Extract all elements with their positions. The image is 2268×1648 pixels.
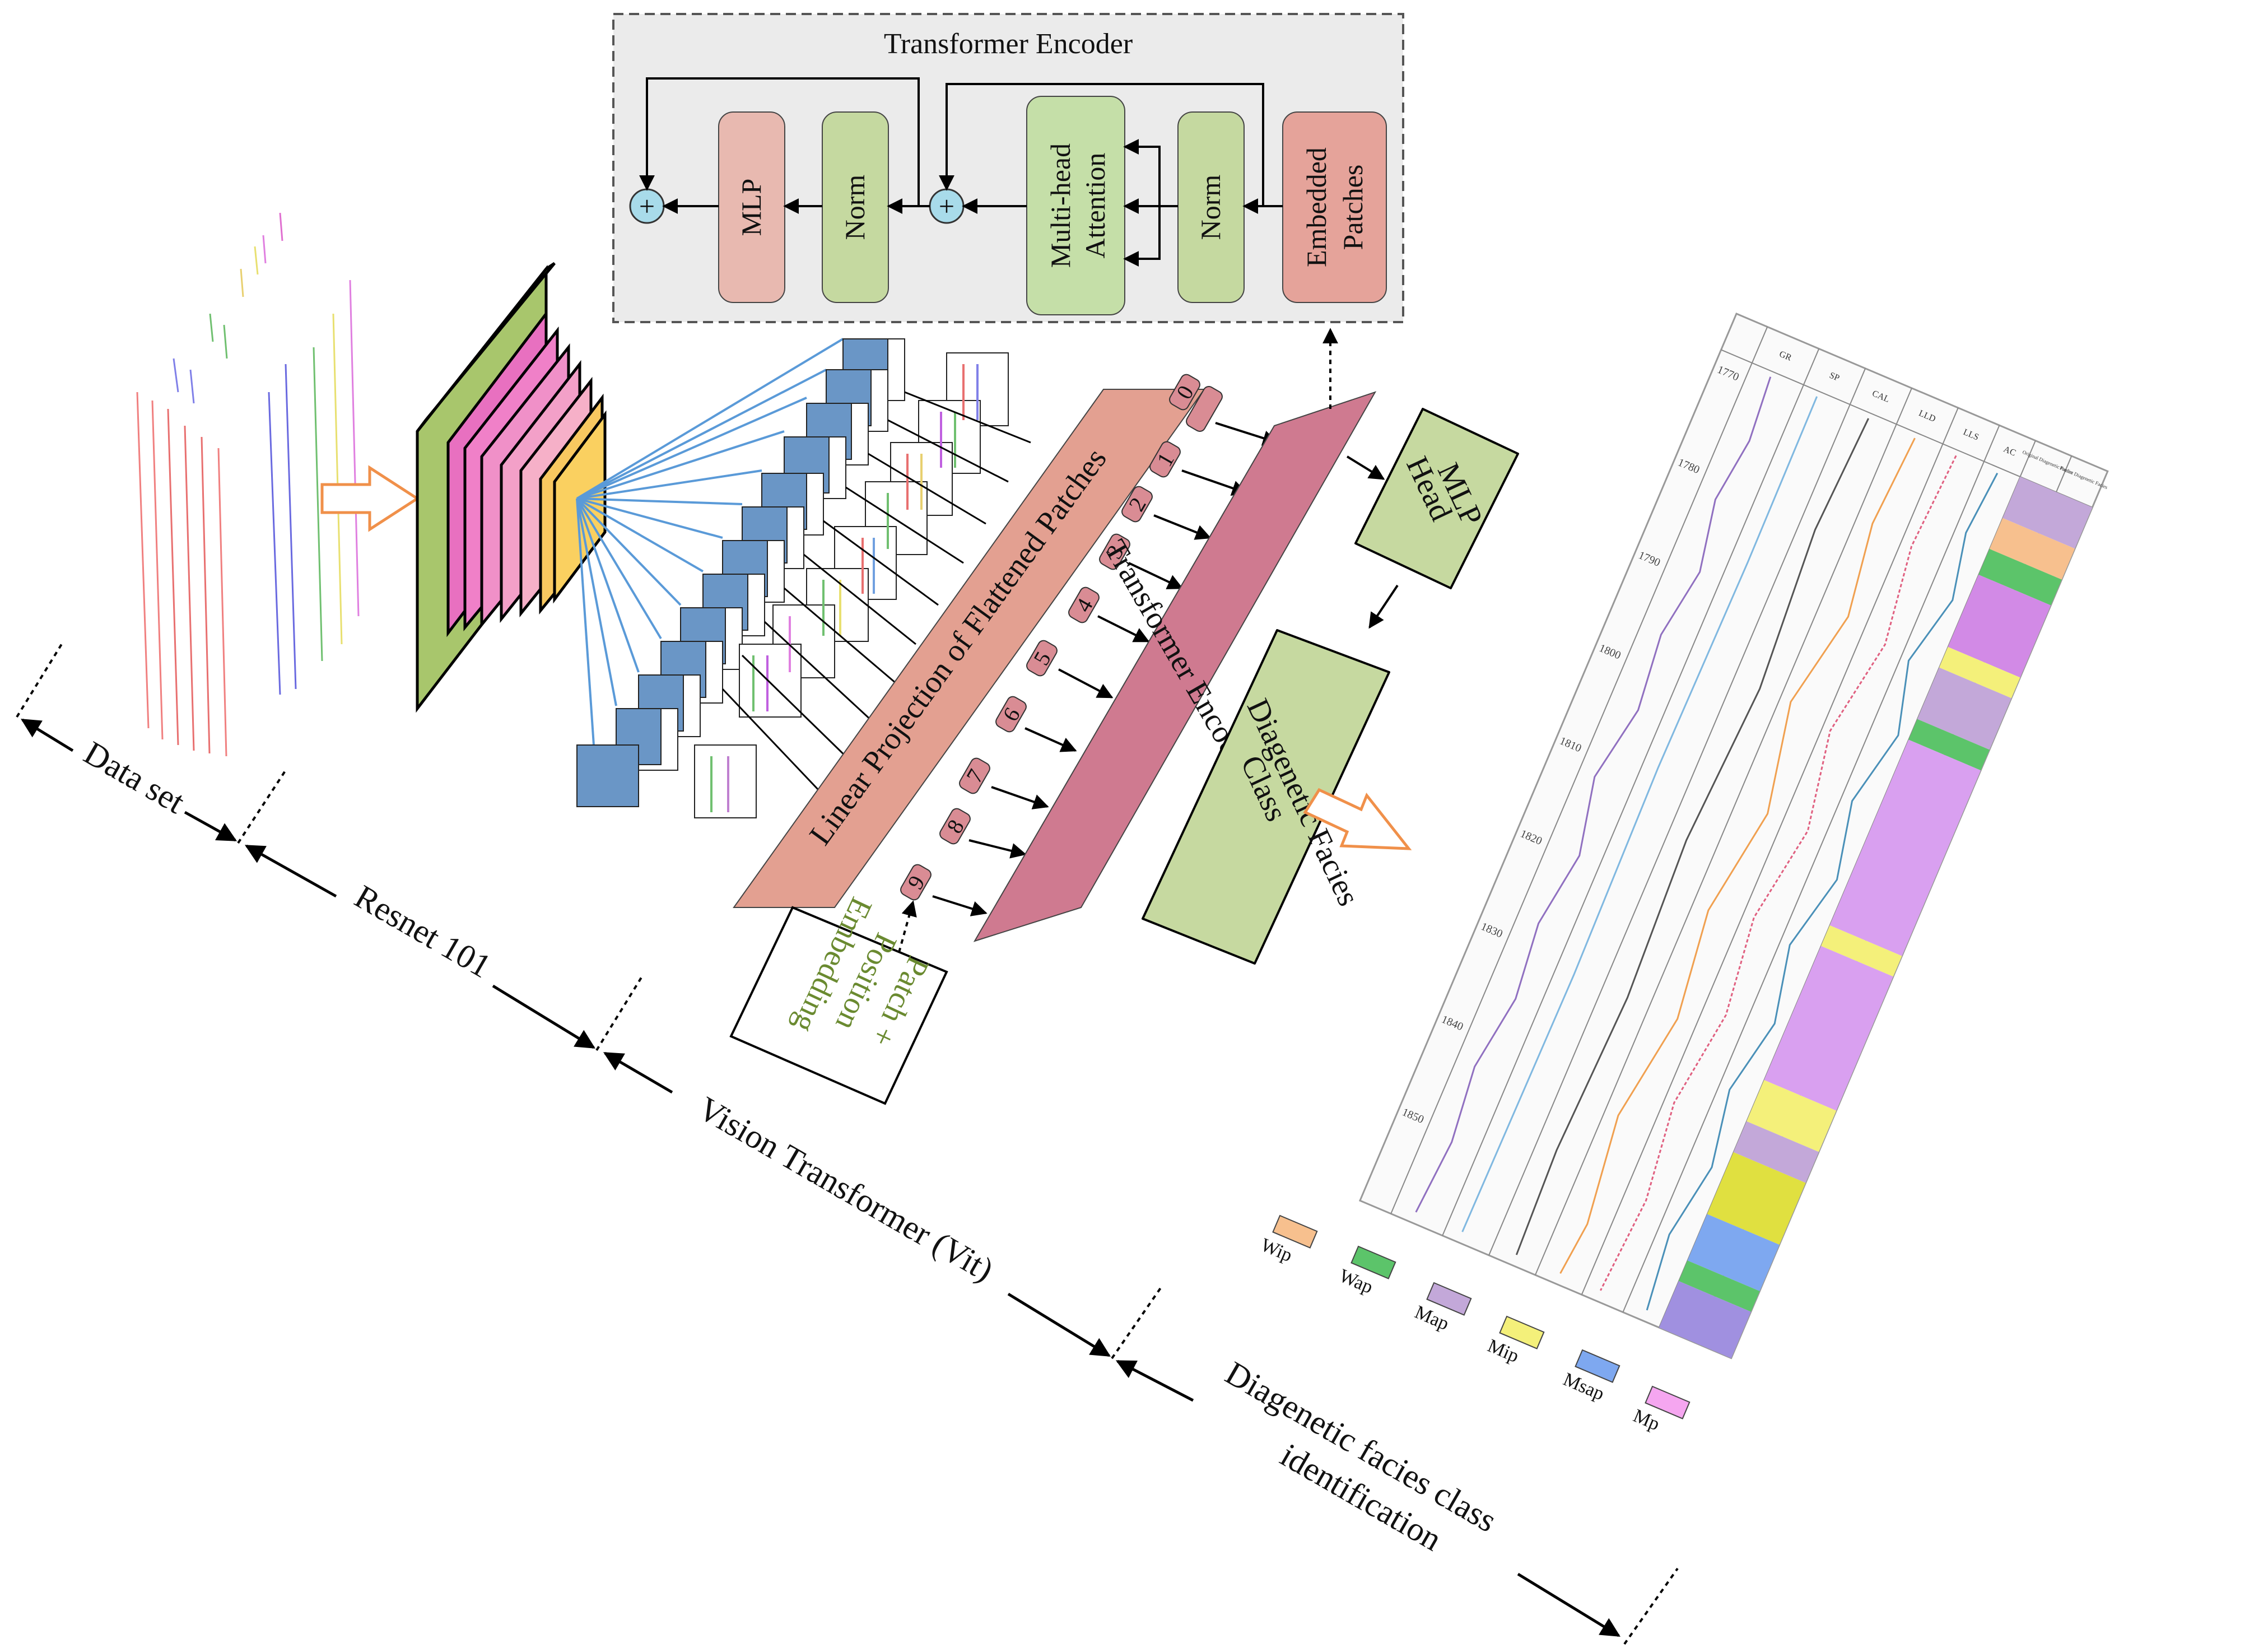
stage-timeline — [16, 643, 1679, 1645]
encoder-flow-lines — [639, 77, 1283, 267]
stage-dataset-label: Data set — [78, 734, 191, 821]
mlp-block-label: MLP — [735, 179, 767, 236]
legend-label-mp: Mp — [1630, 1405, 1662, 1435]
facies-columns — [1659, 477, 2093, 1358]
plus-sign-1: + — [639, 190, 655, 222]
band-to-head-arrow — [1346, 455, 1385, 480]
transformer-encoder-band — [973, 391, 1377, 942]
legend-swatch-wap — [1350, 1245, 1396, 1279]
encoder-title: Transformer Encoder — [884, 28, 1133, 60]
mlp-head-block: MLP Head — [1354, 408, 1519, 589]
position-tokens: 0 1 2 3 4 5 6 7 8 9 — [900, 374, 1223, 901]
head-to-class-arrow — [1368, 584, 1399, 629]
well-log-panel: GR SP CAL LLD LLS AC Original Diagenetic… — [1358, 313, 2109, 1360]
norm-block-2-label: Norm — [1195, 175, 1226, 240]
legend-swatch-map — [1426, 1282, 1472, 1316]
attention-label-1: Multi-head — [1045, 143, 1076, 268]
embedded-label-1: Embedded — [1301, 147, 1332, 267]
dataset-curves — [136, 212, 360, 757]
patch-fan-lines — [576, 338, 844, 746]
position-embedding-box: Patch + Position Embedding — [729, 892, 948, 1105]
legend-swatch-msap — [1575, 1349, 1620, 1383]
legend-swatch-mp — [1645, 1385, 1690, 1419]
patch-connectors — [721, 391, 1031, 802]
log-header-sp: SP — [1828, 370, 1841, 383]
stage-vit-label: Vision Transformer (Vit) — [692, 1090, 999, 1288]
embedded-patches-block — [1282, 111, 1387, 303]
token-arrows — [932, 422, 1279, 916]
stage-resnet-label: Resnet 101 — [348, 878, 497, 985]
transformer-encoder-detail: Transformer Encoder MLP Norm Multi-head … — [612, 13, 1404, 323]
embedded-label-2: Patches — [1337, 165, 1368, 250]
attention-label-2: Attention — [1079, 153, 1111, 259]
facies-legend: Wip Wap Map Mip Msap Mp — [1258, 1214, 1690, 1435]
norm-block-1-label: Norm — [839, 175, 870, 240]
patch-grid — [576, 338, 1009, 818]
class-to-log-arrow — [1303, 788, 1412, 850]
plus-sign-2: + — [939, 190, 954, 222]
log-curves — [1415, 376, 1999, 1311]
patch-strip-colors — [710, 364, 979, 812]
legend-swatch-wip — [1272, 1214, 1318, 1249]
resnet-layers — [416, 262, 607, 713]
legend-swatch-mip — [1499, 1315, 1545, 1349]
dataset-to-resnet-arrow — [320, 465, 420, 532]
